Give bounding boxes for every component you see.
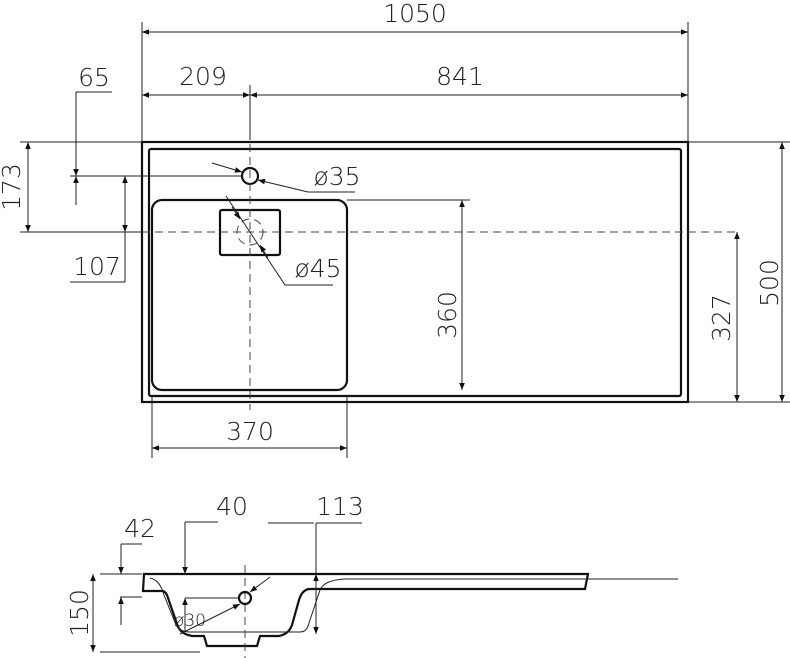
dim-label-basin-depth: 360 [433, 291, 462, 339]
dim-label-basin-width: 370 [226, 417, 274, 446]
dim-label-tap-offset-back: 65 [78, 63, 110, 92]
dim-label-overflow-hole: ø30 [174, 611, 206, 631]
dim-label-center-to-front: 327 [707, 294, 736, 342]
dim-label-tap-offset-left: 209 [179, 62, 227, 91]
dim-label-overflow-depth: 40 [216, 492, 248, 521]
dim-label-right-length: 841 [436, 62, 484, 91]
dim-label-drain-hole: ø45 [294, 254, 341, 283]
countertop-outline [140, 140, 690, 404]
dim-label-tap-hole: ø35 [313, 162, 360, 191]
dim-label-basin-center-back: 173 [0, 163, 26, 211]
side-profile-inner [149, 577, 678, 633]
side-profile-outer [141, 572, 590, 648]
countertop-inner-rim [147, 147, 683, 398]
dim-label-rim-thickness: 42 [124, 514, 156, 543]
dim-label-basin-depth-side: 113 [316, 492, 364, 521]
dim-label-overall-width: 500 [755, 259, 784, 307]
dim-label-overall-height: 150 [65, 589, 94, 637]
dim-label-tap-to-center: 107 [73, 252, 121, 281]
side-view: 150 42 40 113 ø30 [65, 492, 678, 658]
dim-label-overall-length: 1050 [383, 0, 447, 28]
plan-view: 1050 209 841 65 173 107 ø35 ø45 360 327 … [0, 0, 790, 458]
